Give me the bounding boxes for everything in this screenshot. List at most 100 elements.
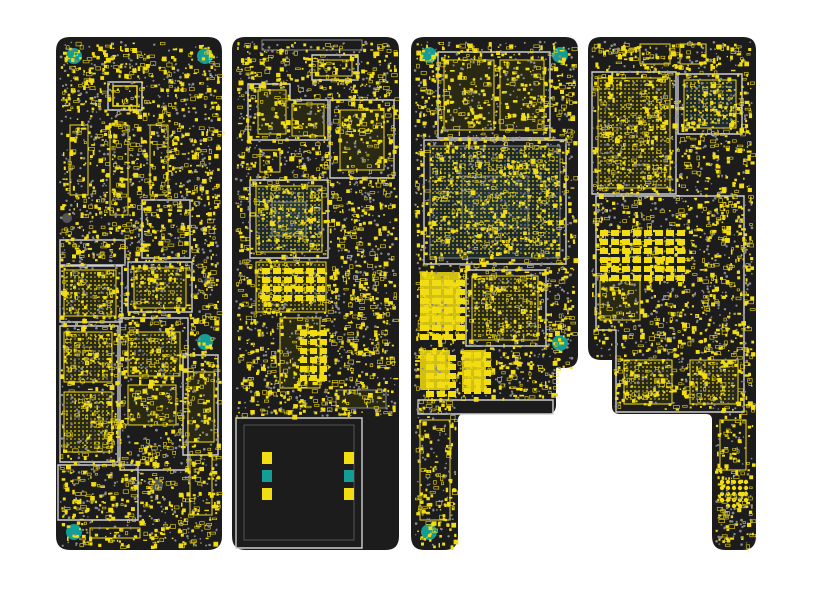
- smd-pad: [201, 462, 205, 465]
- via: [110, 363, 113, 366]
- smd-pad: [242, 379, 248, 383]
- via: [282, 80, 285, 83]
- smd-pad: [103, 64, 108, 69]
- smd-pad: [316, 46, 320, 50]
- smd-pad: [181, 266, 184, 270]
- via: [208, 162, 211, 165]
- via: [112, 61, 116, 65]
- via: [325, 160, 327, 163]
- smd-pad: [62, 426, 65, 429]
- via: [158, 327, 162, 331]
- smd-pad: [154, 528, 158, 533]
- component-footprint: [154, 338, 159, 342]
- via: [362, 253, 365, 256]
- component-footprint: [125, 86, 129, 90]
- via: [184, 99, 187, 101]
- smd-pad: [126, 545, 130, 549]
- smd-pad: [389, 62, 392, 65]
- via: [253, 300, 255, 302]
- via: [260, 333, 264, 337]
- via: [271, 315, 274, 319]
- smd-pad: [114, 415, 117, 418]
- board-2-battery-connector: [243, 424, 355, 541]
- via: [127, 479, 131, 482]
- smd-pad: [96, 515, 99, 519]
- smd-pad: [176, 308, 180, 312]
- smd-pad: [65, 57, 71, 60]
- via: [103, 286, 107, 290]
- smd-pad: [341, 67, 346, 70]
- via: [94, 88, 97, 91]
- smd-pad: [182, 541, 185, 544]
- via: [380, 335, 383, 338]
- via: [324, 97, 328, 100]
- component-footprint: [207, 218, 214, 224]
- smd-pad: [258, 128, 261, 130]
- smd-pad: [132, 42, 135, 45]
- via: [174, 446, 178, 450]
- via: [61, 385, 64, 388]
- via: [162, 253, 165, 256]
- smd-pad: [193, 72, 198, 75]
- smd-pad: [208, 492, 212, 495]
- via: [82, 514, 85, 518]
- via: [298, 150, 301, 153]
- component-footprint: [95, 66, 101, 71]
- smd-pad: [270, 356, 273, 359]
- smd-pad: [182, 279, 185, 281]
- smd-pad: [349, 134, 354, 137]
- via: [330, 49, 332, 52]
- via: [119, 383, 122, 387]
- smd-pad: [348, 173, 350, 176]
- smd-pad: [365, 107, 369, 111]
- via: [279, 157, 282, 159]
- smd-pad: [329, 276, 334, 280]
- component-footprint: [195, 460, 202, 464]
- component-footprint: [190, 375, 194, 380]
- via: [96, 465, 99, 469]
- smd-pad: [119, 463, 123, 467]
- smd-pad: [70, 84, 73, 87]
- smd-pad: [151, 131, 156, 136]
- via: [349, 119, 353, 123]
- smd-pad: [280, 48, 283, 51]
- component-footprint: [78, 398, 83, 403]
- smd-pad: [347, 116, 351, 120]
- smd-pad: [102, 68, 105, 72]
- via: [363, 255, 366, 258]
- via: [198, 337, 201, 340]
- smd-pad: [86, 436, 90, 440]
- via: [291, 389, 295, 393]
- via: [306, 156, 310, 160]
- smd-pad: [283, 125, 286, 129]
- component-footprint: [102, 232, 109, 236]
- via: [255, 224, 258, 227]
- smd-pad: [180, 225, 186, 231]
- smd-pad: [166, 331, 171, 335]
- smd-pad: [64, 89, 67, 92]
- component-footprint: [209, 77, 215, 80]
- smd-pad: [195, 424, 199, 428]
- smd-pad: [115, 381, 120, 386]
- smd-pad: [109, 395, 112, 398]
- smd-pad: [327, 284, 331, 287]
- smd-pad: [159, 282, 165, 286]
- via: [161, 412, 164, 415]
- via: [253, 43, 256, 45]
- smd-pad: [197, 425, 200, 428]
- smd-pad: [247, 51, 249, 53]
- via: [366, 400, 369, 403]
- via: [372, 287, 375, 290]
- smd-pad: [106, 243, 111, 248]
- component-footprint: [75, 196, 80, 200]
- via: [185, 339, 188, 342]
- smd-pad: [70, 381, 74, 385]
- via: [90, 63, 93, 65]
- via: [104, 492, 107, 496]
- component-footprint: [210, 471, 216, 474]
- smd-pad: [94, 379, 98, 383]
- via: [268, 134, 271, 137]
- smd-pad: [359, 180, 363, 184]
- smd-pad: [81, 127, 87, 130]
- smd-pad: [85, 79, 89, 83]
